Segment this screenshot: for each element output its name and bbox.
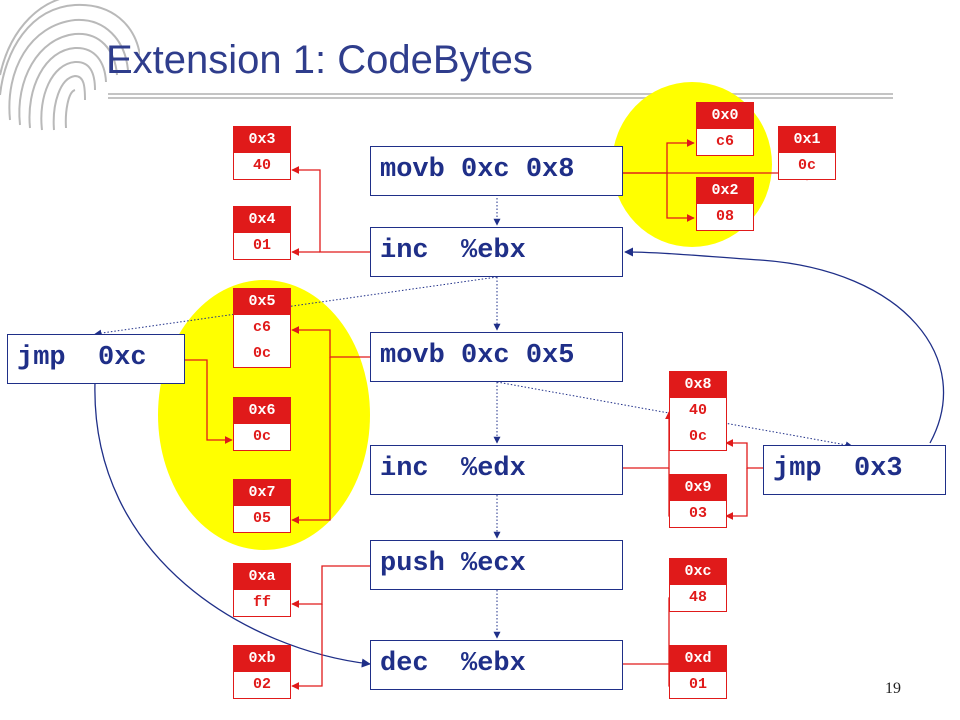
- mem-value: 40: [669, 398, 727, 424]
- instr-inc-edx: inc %edx: [370, 445, 623, 495]
- mem-addr: 0x8: [669, 371, 727, 398]
- mem-value: 01: [669, 672, 727, 699]
- mem-addr: 0x4: [233, 206, 291, 233]
- mem-addr: 0x0: [696, 102, 754, 129]
- mem-value: 08: [696, 204, 754, 231]
- mem-value: c6: [696, 129, 754, 156]
- mem-addr: 0xd: [669, 645, 727, 672]
- mem-value-next: 0c: [669, 424, 727, 451]
- mem-cell-0x8: 0x8 40 0c: [669, 371, 727, 451]
- mem-value: 40: [233, 153, 291, 180]
- instr-movb-2: movb 0xc 0x5: [370, 332, 623, 382]
- mem-cell-0x2: 0x2 08: [696, 177, 754, 231]
- mem-addr: 0x9: [669, 474, 727, 501]
- mem-value: 03: [669, 501, 727, 528]
- fingerprint-logo: [0, 0, 140, 131]
- mem-addr: 0x2: [696, 177, 754, 204]
- mem-value: ff: [233, 590, 291, 617]
- instr-inc-ebx: inc %ebx: [370, 227, 623, 277]
- mem-addr: 0x5: [233, 288, 291, 315]
- mem-addr: 0x7: [233, 479, 291, 506]
- mem-addr: 0xa: [233, 563, 291, 590]
- mem-cell-0x0: 0x0 c6: [696, 102, 754, 156]
- slide-title: Extension 1: CodeBytes: [106, 38, 533, 82]
- mem-value-next: 0c: [233, 341, 291, 368]
- mem-value: 05: [233, 506, 291, 533]
- mem-cell-0xb: 0xb 02: [233, 645, 291, 699]
- instr-dec-ebx: dec %ebx: [370, 640, 623, 690]
- mem-cell-0x1: 0x1 0c: [778, 126, 836, 180]
- mem-value: 0c: [778, 153, 836, 180]
- mem-cell-0x5: 0x5 c6 0c: [233, 288, 291, 368]
- mem-cell-0x3: 0x3 40: [233, 126, 291, 180]
- mem-cell-0x4: 0x4 01: [233, 206, 291, 260]
- mem-cell-0xc: 0xc 48: [669, 558, 727, 612]
- mem-cell-0xa: 0xa ff: [233, 563, 291, 617]
- mem-addr: 0x3: [233, 126, 291, 153]
- instr-jmp-right: jmp 0x3: [763, 445, 946, 495]
- mem-value: 02: [233, 672, 291, 699]
- mem-addr: 0x1: [778, 126, 836, 153]
- instr-push-ecx: push %ecx: [370, 540, 623, 590]
- mem-addr: 0xc: [669, 558, 727, 585]
- instr-jmp-left: jmp 0xc: [7, 334, 185, 384]
- mem-value: 01: [233, 233, 291, 260]
- mem-value: 0c: [233, 424, 291, 451]
- mem-cell-0xd: 0xd 01: [669, 645, 727, 699]
- mem-addr: 0xb: [233, 645, 291, 672]
- instr-movb-1: movb 0xc 0x8: [370, 146, 623, 196]
- mem-addr: 0x6: [233, 397, 291, 424]
- title-underline-2: [108, 97, 893, 99]
- mem-value: 48: [669, 585, 727, 612]
- mem-cell-0x7: 0x7 05: [233, 479, 291, 533]
- title-underline: [108, 93, 893, 95]
- mem-cell-0x9: 0x9 03: [669, 474, 727, 528]
- mem-cell-0x6: 0x6 0c: [233, 397, 291, 451]
- mem-value: c6: [233, 315, 291, 341]
- page-number: 19: [885, 680, 901, 697]
